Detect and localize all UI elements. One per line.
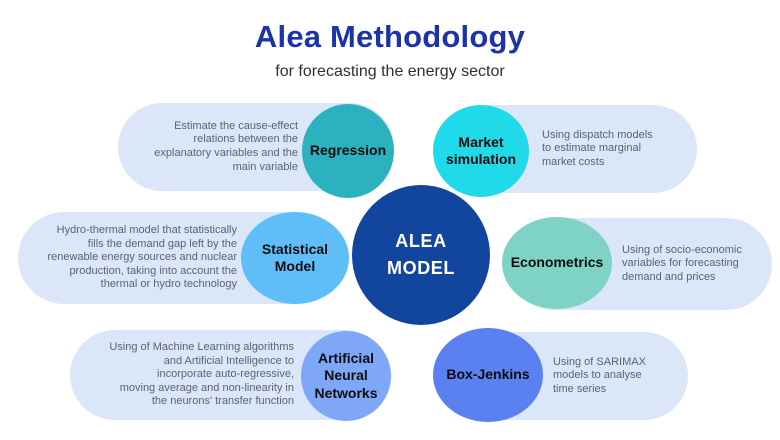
diagram-header: Alea Methodology for forecasting the ene… xyxy=(0,19,780,81)
page-subtitle: for forecasting the energy sector xyxy=(275,63,505,81)
page-title: Alea Methodology xyxy=(254,19,526,54)
method-label-statistical-model: Statistical Model xyxy=(261,240,329,275)
method-label-regression: Regression xyxy=(309,142,387,159)
method-label-market-simulation: Market simulation xyxy=(445,133,516,168)
method-desc-box-jenkins: Using of SARIMAX models to analyse time … xyxy=(553,355,646,395)
method-label-box-jenkins: Box-Jenkins xyxy=(446,366,530,383)
method-circle-statistical-model: Statistical Model xyxy=(241,212,349,304)
method-desc-artificial-neural-networks: Using of Machine Learning algorithms and… xyxy=(109,340,294,408)
method-desc-regression: Estimate the cause-effect relations betw… xyxy=(154,119,298,173)
method-circle-box-jenkins: Box-Jenkins xyxy=(433,328,543,422)
method-desc-econometrics: Using of socio-economic variables for fo… xyxy=(622,243,742,283)
method-desc-statistical-model: Hydro-thermal model that statistically f… xyxy=(47,223,237,291)
center-label-alea-model: ALEA MODEL xyxy=(387,231,455,278)
method-circle-artificial-neural-networks: Artificial Neural Networks xyxy=(301,331,391,421)
method-desc-market-simulation: Using dispatch models to estimate margin… xyxy=(542,128,653,168)
method-circle-market-simulation: Market simulation xyxy=(433,105,529,197)
method-label-artificial-neural-networks: Artificial Neural Networks xyxy=(314,349,378,401)
method-circle-regression: Regression xyxy=(302,104,394,198)
method-label-econometrics: Econometrics xyxy=(510,254,604,271)
method-circle-econometrics: Econometrics xyxy=(502,217,612,309)
center-circle-alea-model: ALEA MODEL xyxy=(352,185,490,325)
